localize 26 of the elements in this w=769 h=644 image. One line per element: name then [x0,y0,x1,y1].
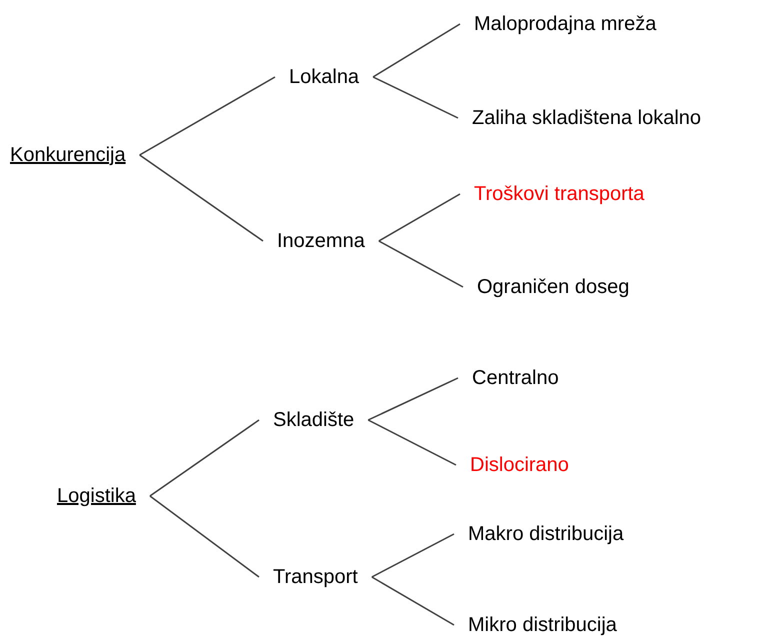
connector-line [378,193,460,242]
tree-label: Makro distribucija [468,522,624,546]
tree-label: Inozemna [277,229,365,253]
tree-label: Skladište [273,408,354,432]
tree-label: Transport [273,565,358,589]
tree-label: Logistika [57,484,136,508]
tree-label: Konkurencija [10,143,126,167]
tree-label: Mikro distribucija [468,613,617,637]
connector-line [139,154,264,242]
tree-label: Ograničen doseg [477,275,630,299]
connector-line [139,76,276,156]
connector-line [150,419,260,497]
connector-line [368,377,458,421]
connector-line [372,76,458,119]
connector-line [368,419,456,466]
connector-line [378,240,464,288]
tree-label: Zaliha skladištena lokalno [472,106,702,130]
tree-label: Lokalna [289,65,360,89]
tree-label: Troškovi transporta [474,182,644,206]
tree-label: Dislocirano [470,453,569,477]
connector-line [371,576,454,626]
connector-line [150,495,260,578]
connector-line [372,23,460,78]
tree-label: Maloprodajna mreža [474,12,656,36]
connector-line [372,533,454,578]
tree-label: Centralno [472,366,559,390]
